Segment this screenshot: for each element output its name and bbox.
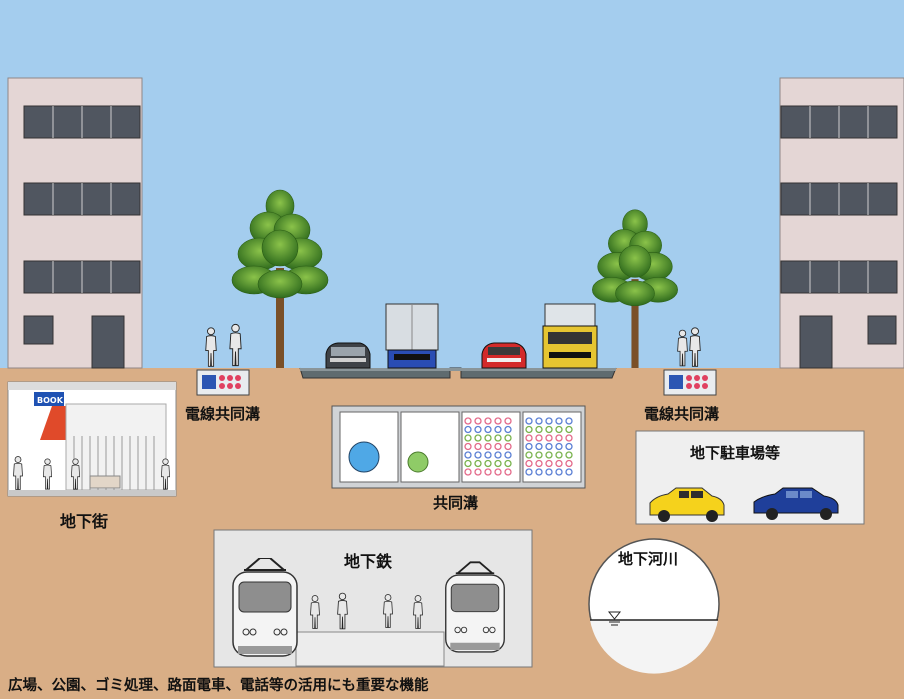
- cable-dot: [545, 434, 553, 442]
- cable-dot: [504, 468, 512, 476]
- cable-dot: [545, 459, 553, 468]
- cable-dot: [494, 459, 502, 468]
- sky: [0, 0, 904, 368]
- cable-dot: [565, 434, 573, 442]
- cable-dot: [504, 442, 512, 451]
- cable-dot: [565, 468, 573, 476]
- cable-dot: [535, 451, 543, 459]
- cable-dot: [535, 468, 543, 476]
- road: [299, 367, 617, 379]
- cable-dot: [464, 442, 472, 451]
- cable-dot: [545, 425, 553, 434]
- cable-dot: [525, 425, 533, 434]
- cable-dot: [484, 425, 492, 434]
- cable-dot: [545, 417, 553, 425]
- cable-dot: [484, 459, 492, 468]
- cable-dot: [494, 442, 502, 451]
- cable-dot: [484, 417, 492, 425]
- cable-dot: [504, 451, 512, 459]
- cable-dot: [555, 417, 563, 425]
- cable-dot: [504, 459, 512, 468]
- cable-dot: [535, 442, 543, 451]
- cable-dot: [464, 434, 472, 442]
- cable-dot: [504, 417, 512, 425]
- truck-blue: [385, 303, 439, 369]
- cable-dot: [494, 434, 502, 442]
- subway-label: 地下鉄: [344, 552, 392, 571]
- car-red: [481, 342, 527, 369]
- cable-dot: [504, 425, 512, 434]
- cable-dot: [525, 459, 533, 468]
- cable-dot: [464, 417, 472, 425]
- cable-dot: [555, 451, 563, 459]
- cable-dot: [565, 442, 573, 451]
- cable-dot: [525, 417, 533, 425]
- cable-duct-left-label: 電線共同溝: [185, 405, 260, 423]
- cable-dot: [565, 425, 573, 434]
- bookstore-sign: BOOK: [37, 396, 64, 405]
- car-grey: [325, 342, 371, 369]
- underground-parking-label: 地下駐車場等: [690, 444, 780, 462]
- cable-dot: [555, 434, 563, 442]
- cable-dot: [555, 468, 563, 476]
- underground-river-label: 地下河川: [618, 550, 678, 568]
- underground-parking: [635, 430, 865, 525]
- cable-dot: [474, 417, 482, 425]
- caption: 広場、公園、ゴミ処理、路面電車、電話等の活用にも重要な機能: [8, 676, 429, 694]
- cable-dot: [474, 434, 482, 442]
- cable-dot: [484, 451, 492, 459]
- cable-dot: [494, 425, 502, 434]
- cable-dot: [565, 417, 573, 425]
- cable-dot: [464, 459, 472, 468]
- cable-dot: [565, 451, 573, 459]
- underground-river: [588, 538, 720, 674]
- cable-dot: [484, 468, 492, 476]
- cable-dot: [555, 425, 563, 434]
- cable-dot: [474, 459, 482, 468]
- cable-dot: [464, 451, 472, 459]
- cable-dot: [525, 442, 533, 451]
- cable-dot: [555, 459, 563, 468]
- building-right: [779, 77, 904, 369]
- cable-dot: [545, 442, 553, 451]
- utility-tunnel: [331, 405, 586, 489]
- cable-dot: [474, 425, 482, 434]
- cable-dot: [464, 425, 472, 434]
- building-left: [7, 77, 143, 369]
- underground-mall-label: 地下街: [60, 512, 108, 531]
- cable-duct-right-box: [663, 369, 717, 396]
- subway-train-right: [444, 561, 506, 653]
- cable-dot: [494, 417, 502, 425]
- utility-tunnel-label: 共同溝: [433, 494, 478, 512]
- cable-dot: [525, 451, 533, 459]
- subway-train-left: [232, 558, 298, 657]
- cable-dot: [535, 434, 543, 442]
- cable-dot: [545, 468, 553, 476]
- cable-dot: [525, 434, 533, 442]
- cable-dot: [525, 468, 533, 476]
- cable-dot: [484, 434, 492, 442]
- truck-yellow: [542, 303, 598, 369]
- cable-dot: [504, 434, 512, 442]
- cable-dot: [474, 468, 482, 476]
- cable-dot: [464, 468, 472, 476]
- underground-mall: BOOK: [7, 381, 177, 497]
- cable-dot: [555, 442, 563, 451]
- cable-dot: [535, 417, 543, 425]
- cable-duct-left-box: [196, 369, 250, 396]
- cable-dot: [535, 459, 543, 468]
- cable-dot: [474, 442, 482, 451]
- cable-duct-right-label: 電線共同溝: [644, 405, 719, 423]
- cable-dot: [494, 468, 502, 476]
- cable-dot: [494, 451, 502, 459]
- cable-dot: [535, 425, 543, 434]
- cable-dot: [545, 451, 553, 459]
- cable-dot: [484, 442, 492, 451]
- cable-dot: [565, 459, 573, 468]
- cable-dot: [474, 451, 482, 459]
